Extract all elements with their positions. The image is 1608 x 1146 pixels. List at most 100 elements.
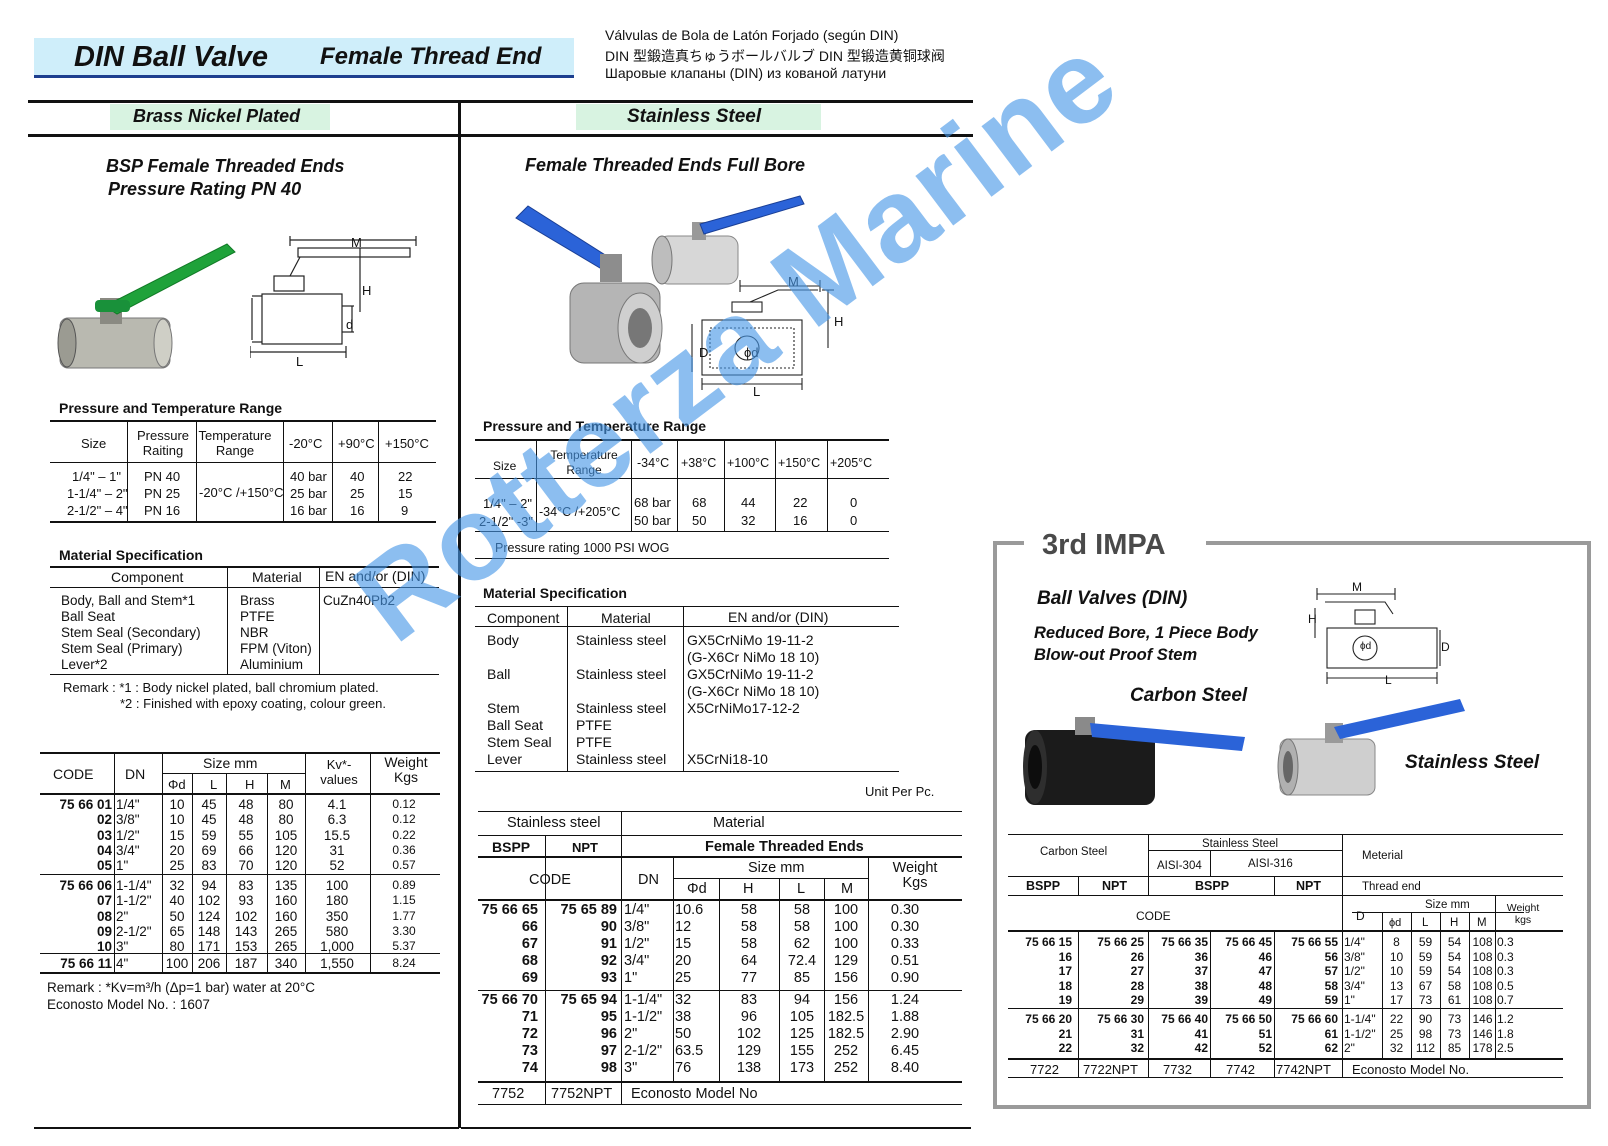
mid-size-h-npt: NPT bbox=[572, 840, 598, 855]
left-size-cell-dn: 4" bbox=[116, 956, 129, 971]
band-bg-left bbox=[110, 104, 330, 130]
mid-size-rule-2 bbox=[478, 835, 962, 836]
left-pt-r3-size: 2-1/2" – 4" bbox=[67, 503, 128, 518]
mid-mat-r4-en: (G-X6Cr NiMo 18 10) bbox=[687, 683, 820, 699]
mid-diagram-label-h: H bbox=[834, 314, 844, 329]
mid-size-rule-bot bbox=[478, 1104, 962, 1105]
impa-cell-ss316-bspp: 75 66 50 bbox=[1225, 1012, 1272, 1026]
impa-cell-ss304-bspp: 36 bbox=[1194, 949, 1208, 964]
mid-size-rule-sub bbox=[673, 878, 868, 879]
impa-cell-ss316-npt: 59 bbox=[1324, 993, 1338, 1007]
left-diagram-label-d: d bbox=[346, 317, 354, 332]
lang-line-2: DIN 型鍛造真ちゅうボールバルブ DIN 型锻造黄铜球阀 bbox=[605, 48, 945, 64]
left-size-cell-h: 153 bbox=[234, 939, 258, 955]
left-size-cell-l: 94 bbox=[201, 878, 217, 893]
impa-cell-ss304-bspp: 75 66 40 bbox=[1161, 1012, 1208, 1026]
mid-mat-r3-en: GX5CrNiMo 19-11-2 bbox=[687, 666, 814, 682]
left-size-cell-dn: 2" bbox=[116, 908, 129, 924]
impa-cell-h: 73 bbox=[1447, 1026, 1462, 1041]
left-size-cell-m: 80 bbox=[278, 797, 294, 812]
impa-h-d: D bbox=[1356, 909, 1365, 923]
impa-v-2b bbox=[1148, 932, 1149, 1077]
left-size-cell-code: 75 66 01 bbox=[59, 797, 112, 812]
left-size-cell-weight: 0.12 bbox=[392, 797, 416, 811]
mid-mat-r8-c: Lever bbox=[487, 751, 523, 767]
mid-size-cell-m: 156 bbox=[833, 970, 859, 986]
mid-size-cell-bspp: 75 66 65 bbox=[481, 902, 538, 918]
mid-size-cell-m: 252 bbox=[833, 1060, 859, 1076]
mid-size-h-code: CODE bbox=[529, 872, 571, 888]
mid-mat-h-material: Material bbox=[601, 610, 651, 626]
mid-size-cell-l: 105 bbox=[789, 1009, 815, 1025]
left-size-rule-bot bbox=[40, 972, 440, 974]
left-mat-r1-c: Body, Ball and Stem*1 bbox=[61, 593, 196, 608]
left-size-cell-code: 03 bbox=[96, 827, 112, 843]
impa-cell-ss304-bspp: 42 bbox=[1194, 1041, 1208, 1055]
mid-mat-v1 bbox=[567, 606, 568, 771]
left-remark-2: *2 : Finished with epoxy coating, colour… bbox=[120, 696, 386, 711]
left-size-cell-d: 40 bbox=[169, 893, 185, 909]
left-size-cell-d: 80 bbox=[169, 939, 185, 955]
mid-mat-rule-mid bbox=[475, 626, 899, 627]
impa-cell-l: 59 bbox=[1418, 964, 1433, 978]
left-heading-1: BSP Female Threaded Ends bbox=[106, 156, 345, 176]
bottom-rule-left bbox=[34, 1127, 459, 1129]
impa-v-7 bbox=[1411, 912, 1412, 1058]
page-title: DIN Ball Valve bbox=[74, 41, 268, 73]
mid-mat-r3-m: Stainless steel bbox=[576, 666, 667, 682]
impa-v-9 bbox=[1469, 912, 1470, 1058]
mid-mat-r5-en: X5CrNiMo17-12-2 bbox=[687, 700, 800, 716]
impa-panel-title: 3rd IMPA bbox=[1042, 529, 1166, 561]
impa-h-l: L bbox=[1422, 917, 1429, 929]
impa-rule-g2 bbox=[1008, 1058, 1563, 1060]
impa-cell-phid: 13 bbox=[1389, 978, 1404, 993]
impa-cell-cs-npt: 26 bbox=[1130, 949, 1144, 964]
impa-cell-ss316-bspp: 51 bbox=[1258, 1026, 1272, 1041]
impa-cell-cs-npt: 29 bbox=[1130, 993, 1144, 1007]
mid-mat-r5-c: Stem bbox=[487, 700, 520, 716]
left-footer-2: Econosto Model No. : 1607 bbox=[47, 997, 210, 1012]
left-mat-rule-mid bbox=[50, 587, 439, 588]
mid-heading: Female Threaded Ends Full Bore bbox=[525, 155, 806, 175]
impa-cell-h: 54 bbox=[1447, 949, 1462, 964]
left-size-cell-code: 75 66 06 bbox=[59, 878, 112, 893]
left-size-cell-dn: 1-1/2" bbox=[116, 893, 152, 909]
mid-size-cell-npt: 75 65 89 bbox=[560, 902, 617, 918]
impa-cell-weight: 0.3 bbox=[1497, 949, 1514, 964]
left-size-cell-weight: 0.36 bbox=[392, 842, 416, 857]
left-pt-rule-mid bbox=[50, 462, 436, 463]
mid-size-cell-weight: 0.30 bbox=[890, 902, 920, 918]
impa-cell-ss316-bspp: 49 bbox=[1258, 993, 1272, 1007]
left-mat-rule-top bbox=[50, 566, 439, 568]
impa-v-8 bbox=[1440, 912, 1441, 1058]
impa-cell-m: 108 bbox=[1472, 935, 1493, 949]
mid-size-h-material: Material bbox=[713, 815, 765, 831]
impa-v-5 bbox=[1342, 834, 1343, 1077]
mid-size-cell-bspp: 66 bbox=[521, 919, 538, 935]
left-size-cell-kv: 6.3 bbox=[327, 812, 347, 828]
mid-pt-v3 bbox=[677, 439, 678, 531]
impa-cell-d: 3/8" bbox=[1344, 949, 1365, 964]
left-size-cell-l: 124 bbox=[197, 908, 221, 924]
mid-size-cell-l: 125 bbox=[789, 1026, 815, 1042]
impa-cell-ss316-npt: 61 bbox=[1324, 1026, 1338, 1041]
left-size-cell-d: 10 bbox=[169, 797, 185, 812]
left-pt-r3-p150: 9 bbox=[401, 503, 409, 518]
mid-mat-h-component: Component bbox=[487, 610, 560, 626]
band-rule bbox=[28, 134, 973, 137]
mid-size-cell-l: 58 bbox=[793, 902, 811, 918]
impa-rule-g1 bbox=[1008, 1008, 1563, 1009]
left-size-cell-dn: 1" bbox=[116, 858, 129, 874]
left-size-cell-h: 93 bbox=[238, 893, 254, 909]
impa-cell-ss316-npt: 57 bbox=[1324, 964, 1338, 978]
left-size-h-code: CODE bbox=[53, 766, 94, 782]
mid-pt-rule-top bbox=[475, 439, 889, 441]
left-size-v-dn bbox=[162, 752, 163, 972]
mid-mat-r8-m: Stainless steel bbox=[576, 751, 667, 767]
mid-size-cell-h: 83 bbox=[740, 992, 758, 1008]
mid-size-cell-h: 64 bbox=[740, 953, 758, 969]
mid-pt-r2-p150: 16 bbox=[793, 513, 808, 528]
mid-size-h-dn: DN bbox=[638, 872, 659, 888]
impa-v-4b bbox=[1274, 932, 1275, 1077]
band-bg-mid bbox=[576, 104, 821, 130]
